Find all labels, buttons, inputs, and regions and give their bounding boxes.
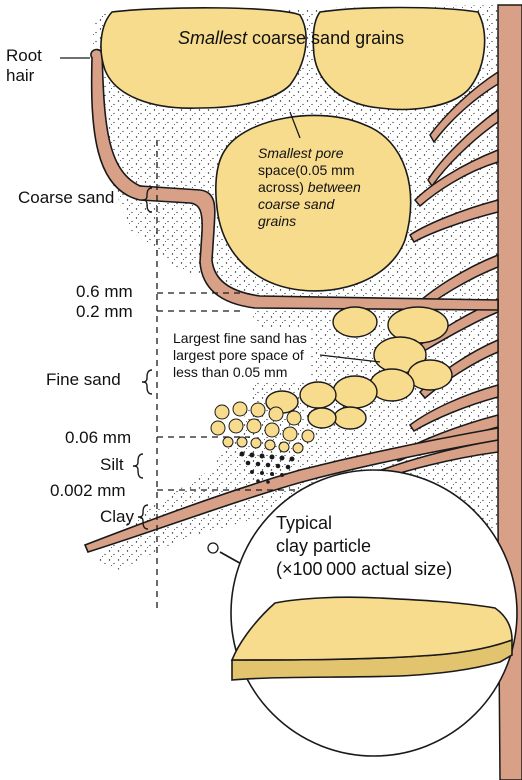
clay-particle-marker: [208, 543, 218, 553]
coarse-sand-label: Coarse sand: [18, 188, 114, 208]
boundary-0.002mm: 0.002 mm: [50, 481, 126, 501]
fine-sand-label: Fine sand: [46, 370, 121, 390]
coarse-grains-title: Smallest coarse sand grains: [178, 28, 404, 48]
boundary-0.06mm: 0.06 mm: [65, 428, 131, 448]
root-hair-label: Root hair: [6, 46, 42, 86]
pore-space-label: Smallest pore space(0.05 mm across) betw…: [258, 145, 361, 230]
silt-label: Silt: [100, 455, 124, 475]
clay-label: Clay: [100, 507, 134, 527]
boundary-0.2mm: 0.2 mm: [76, 302, 133, 322]
boundary-0.6mm: 0.6 mm: [76, 282, 133, 302]
clay-particle-label: Typical clay particle (×100 000 actual s…: [276, 512, 452, 581]
clay-particle: [232, 597, 512, 680]
fine-sand-note: Largest fine sand has largest pore space…: [170, 329, 310, 382]
